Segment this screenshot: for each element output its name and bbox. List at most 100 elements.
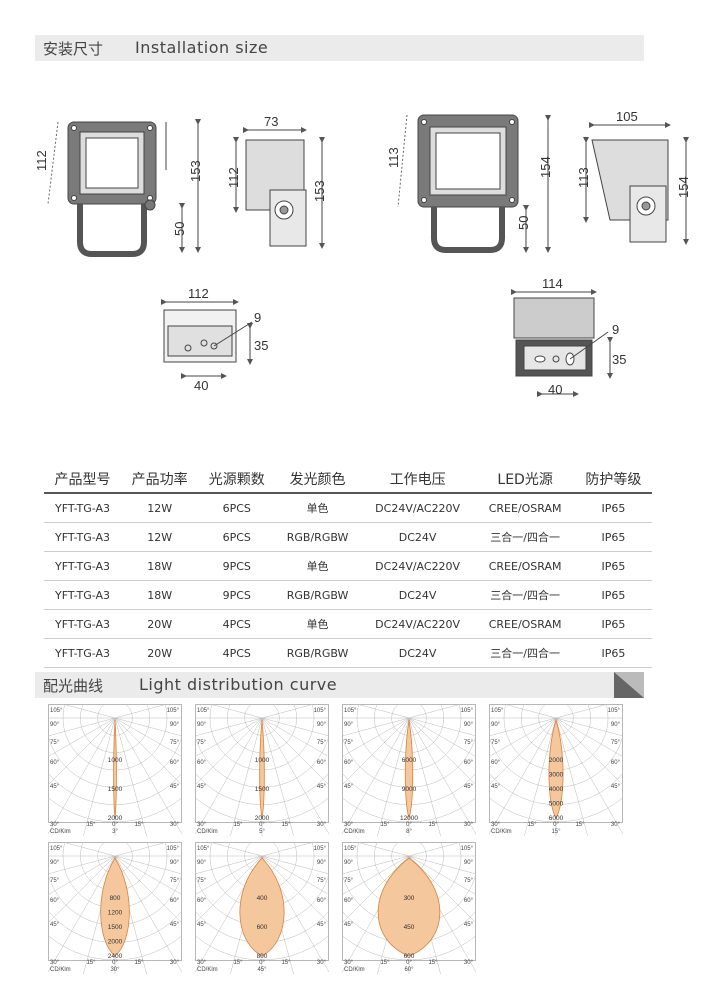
polar-spoke <box>261 704 316 719</box>
installation-drawings: 112 153 50 73 112 153 113 154 50 105 113… <box>34 109 691 397</box>
polar-spoke <box>408 717 441 836</box>
th-ip-rating: 防护等级 <box>574 466 652 494</box>
polar-spoke <box>114 717 182 835</box>
polar-ring-value: 2400 <box>108 953 123 960</box>
polar-angle-label-right: 45° <box>611 784 621 790</box>
polar-spoke <box>555 717 588 836</box>
polar-spoke <box>48 717 116 737</box>
polar-spoke <box>261 855 329 875</box>
polar-angle-label-right: 75° <box>317 740 327 746</box>
polar-ring-value: 600 <box>404 953 415 960</box>
polar-angle-label-left: 30° <box>344 960 354 966</box>
polar-spoke <box>114 842 169 857</box>
polar-angle-label-right: 90° <box>317 860 327 866</box>
polar-curve-chart: 6000900012000105°105°90°90°75°75°60°60°4… <box>342 704 476 836</box>
table-row: YFT-TG-A3 18W 9PCS 单色 DC24V/AC220V CREE/… <box>44 551 652 581</box>
polar-angle-label-left: 30° <box>50 960 60 966</box>
polar-angle-label-15-left: 15° <box>86 822 96 828</box>
cell-power: 18W <box>121 551 199 581</box>
polar-spoke <box>408 704 463 719</box>
polar-angle-label-left: 90° <box>197 722 207 728</box>
th-power: 产品功率 <box>121 466 199 494</box>
polar-beam-shape <box>377 857 441 957</box>
polar-angle-label-right: 45° <box>464 784 474 790</box>
cell-ip-rating: IP65 <box>574 638 652 668</box>
table-row: YFT-TG-A3 12W 6PCS RGB/RGBW DC24V 三合一/四合… <box>44 522 652 552</box>
polar-angle-label-15-right: 15° <box>428 960 438 966</box>
section-title-zh: 安装尺寸 <box>43 40 104 58</box>
polar-spoke <box>114 855 182 875</box>
dim-large-front-height: 113 <box>386 147 401 168</box>
polar-ring-value: 600 <box>257 924 268 931</box>
cell-model: YFT-TG-A3 <box>44 580 122 610</box>
polar-angle-label-right: 30° <box>464 960 474 966</box>
polar-angle-label-right: 30° <box>611 822 621 828</box>
polar-angle-label-right: 60° <box>170 760 180 766</box>
dim-large-bottom-screw: 9 <box>612 322 619 337</box>
polar-angle-label-right: 60° <box>317 898 327 904</box>
cell-voltage: DC24V/AC220V <box>359 609 476 639</box>
polar-spoke <box>48 717 116 757</box>
polar-angle-label-right: 105° <box>167 708 180 714</box>
section-title-en: Installation size <box>135 38 269 57</box>
polar-angle-label-left: 90° <box>344 860 354 866</box>
cell-color: RGB/RGBW <box>275 580 360 610</box>
polar-angle-label-left: 90° <box>50 860 60 866</box>
polar-spoke <box>408 842 463 857</box>
polar-ring-value: 6000 <box>549 815 564 822</box>
polar-angle-label-left: 90° <box>491 722 501 728</box>
polar-spoke <box>261 855 329 924</box>
polar-curve-chart: 300450600105°105°90°90°75°75°60°60°45°45… <box>342 842 476 974</box>
polar-spoke <box>195 717 263 757</box>
polar-angle-label-right: 60° <box>464 898 474 904</box>
cell-voltage: DC24V <box>359 522 476 552</box>
polar-angle-label-right: 30° <box>170 822 180 828</box>
cell-color: 单色 <box>275 609 360 639</box>
cell-voltage: DC24V <box>359 638 476 668</box>
polar-beam-angle: 15° <box>551 829 561 835</box>
dim-large-front-b: 50 <box>516 216 531 230</box>
polar-angle-label-left: 45° <box>50 922 60 928</box>
polar-spoke <box>555 717 623 757</box>
polar-angle-label-left: 45° <box>197 784 207 790</box>
polar-spoke <box>195 855 263 924</box>
polar-spoke <box>48 855 116 924</box>
polar-curve-chart: 400600800105°105°90°90°75°75°60°60°45°45… <box>195 842 329 974</box>
polar-beam-angle: 60° <box>404 967 414 973</box>
polar-spoke <box>342 855 410 895</box>
polar-angle-label-right: 90° <box>464 722 474 728</box>
cell-led-count: 4PCS <box>198 638 276 668</box>
polar-angle-label-right: 75° <box>611 740 621 746</box>
polar-beam-angle: 8° <box>406 829 412 835</box>
cell-ip-rating: IP65 <box>574 522 652 552</box>
polar-beam-angle: 3° <box>112 829 118 835</box>
polar-angle-label-right: 60° <box>464 760 474 766</box>
polar-spoke <box>261 717 329 835</box>
polar-spoke <box>489 717 557 835</box>
cell-ip-rating: IP65 <box>574 609 652 639</box>
polar-spoke <box>408 855 476 875</box>
cell-model: YFT-TG-A3 <box>44 522 122 552</box>
table-row: YFT-TG-A3 20W 4PCS RGB/RGBW DC24V 三合一/四合… <box>44 638 652 668</box>
dim-large-front-a: 154 <box>538 156 553 178</box>
polar-angle-label-right: 45° <box>170 784 180 790</box>
polar-spoke <box>408 855 476 924</box>
polar-unit-label: CD/Klm <box>50 967 71 973</box>
section-title-zh: 配光曲线 <box>43 677 104 695</box>
polar-angle-label-left: 105° <box>197 708 210 714</box>
polar-ring-value: 1500 <box>255 786 270 793</box>
polar-angle-label-left: 75° <box>197 740 207 746</box>
cell-power: 18W <box>121 580 199 610</box>
polar-angle-label-right: 105° <box>608 708 621 714</box>
polar-spoke <box>502 704 557 719</box>
polar-spoke <box>230 717 263 836</box>
polar-spoke <box>114 704 169 719</box>
polar-curve-chart: 100015002000105°105°90°90°75°75°60°60°45… <box>195 704 329 836</box>
small-side-view <box>233 127 325 249</box>
cell-power: 20W <box>121 609 199 639</box>
cell-power: 12W <box>121 493 199 523</box>
polar-spoke <box>208 704 263 719</box>
dim-small-front-height: 112 <box>34 150 49 171</box>
